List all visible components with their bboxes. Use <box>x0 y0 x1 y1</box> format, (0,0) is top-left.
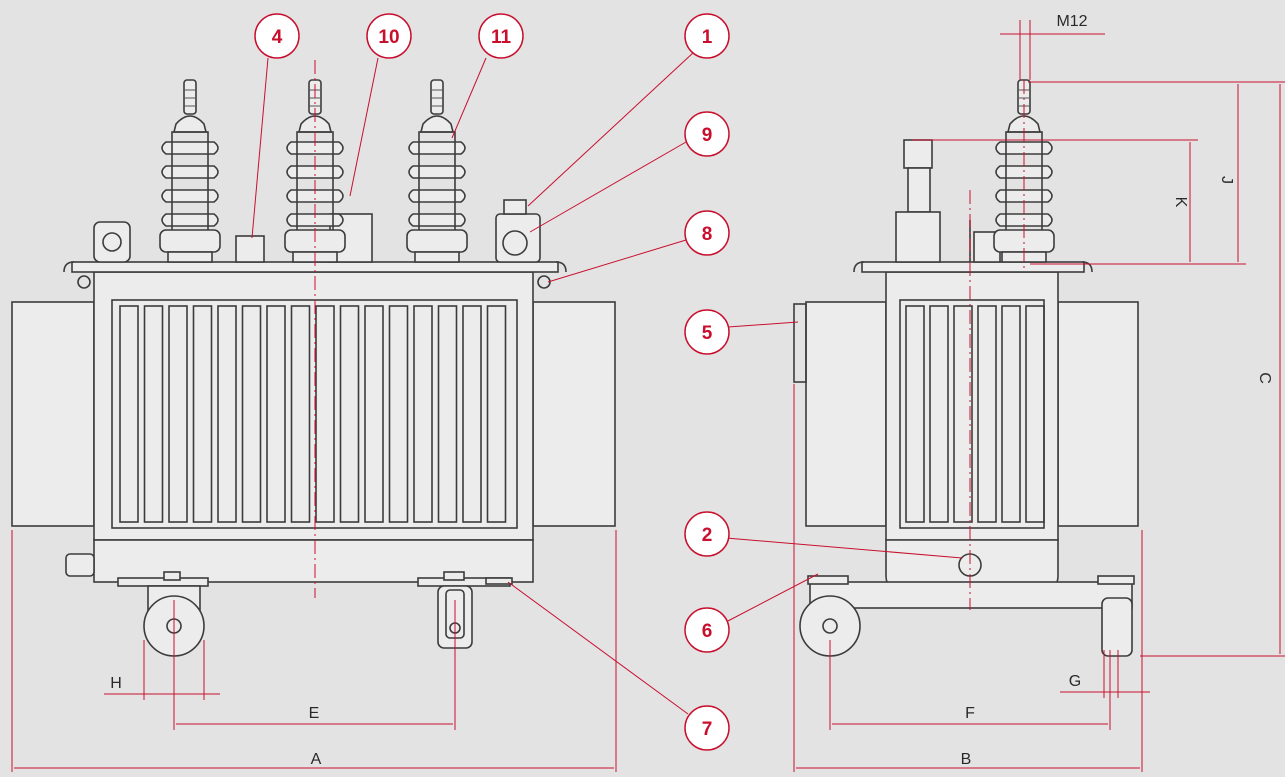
side-cover <box>861 261 1085 273</box>
svg-text:4: 4 <box>272 27 283 48</box>
side-wheel-right <box>1101 597 1133 657</box>
dimension-lines <box>11 20 1285 772</box>
dim-label-K: K <box>1172 197 1189 208</box>
skid <box>809 581 1133 609</box>
left-radiator <box>11 301 95 527</box>
side-tank-fins <box>905 305 1045 523</box>
dim-label-C: C <box>1256 372 1273 384</box>
front-view <box>11 60 616 657</box>
dim-label-M12: M12 <box>1056 13 1087 30</box>
side-radiator-left <box>805 301 887 527</box>
hv-bushings <box>159 79 468 263</box>
right-wheel <box>417 571 513 649</box>
svg-text:2: 2 <box>702 525 713 546</box>
drain-valve <box>65 553 95 577</box>
dim-label-F: F <box>965 705 975 722</box>
dimension-labels: A E H B F G M12 C J K <box>110 13 1273 768</box>
dim-label-H: H <box>110 675 122 692</box>
earthing-terminal <box>93 221 131 263</box>
callout-8: 8 <box>684 210 730 256</box>
left-wheel <box>117 571 209 657</box>
tank-fins <box>119 305 507 523</box>
callout-7: 7 <box>684 705 730 751</box>
base-frame <box>93 539 534 583</box>
side-view <box>793 79 1139 657</box>
dim-label-E: E <box>309 705 320 722</box>
callout-4: 4 <box>254 13 300 59</box>
callouts: 4 10 11 1 9 8 5 2 <box>251 13 963 751</box>
callout-9: 9 <box>684 111 730 157</box>
svg-text:1: 1 <box>702 27 713 48</box>
callout-10: 10 <box>366 13 412 59</box>
callout-5: 5 <box>684 309 730 355</box>
svg-text:8: 8 <box>702 224 713 245</box>
callout-11: 11 <box>478 13 524 59</box>
oil-filler <box>235 235 265 263</box>
right-radiator <box>532 301 616 527</box>
lifting-lug-left <box>77 275 91 289</box>
tank-body <box>93 271 534 541</box>
bushing <box>159 79 221 263</box>
svg-text:5: 5 <box>702 323 713 344</box>
side-radiator-right <box>1057 301 1139 527</box>
dim-label-G: G <box>1069 673 1081 690</box>
callout-6: 6 <box>684 607 730 653</box>
svg-text:6: 6 <box>702 621 713 642</box>
svg-text:10: 10 <box>378 27 399 48</box>
lifting-lug-right <box>537 275 551 289</box>
nameplate <box>793 303 807 383</box>
svg-text:9: 9 <box>702 125 713 146</box>
callout-1: 1 <box>684 13 730 59</box>
bushing <box>406 79 468 263</box>
lv-terminal <box>903 139 933 169</box>
svg-text:11: 11 <box>491 27 512 48</box>
dim-label-A: A <box>311 751 322 768</box>
dim-label-J: J <box>1218 176 1235 184</box>
svg-text:7: 7 <box>702 719 713 740</box>
callout-2: 2 <box>684 511 730 557</box>
dim-label-B: B <box>961 751 972 768</box>
